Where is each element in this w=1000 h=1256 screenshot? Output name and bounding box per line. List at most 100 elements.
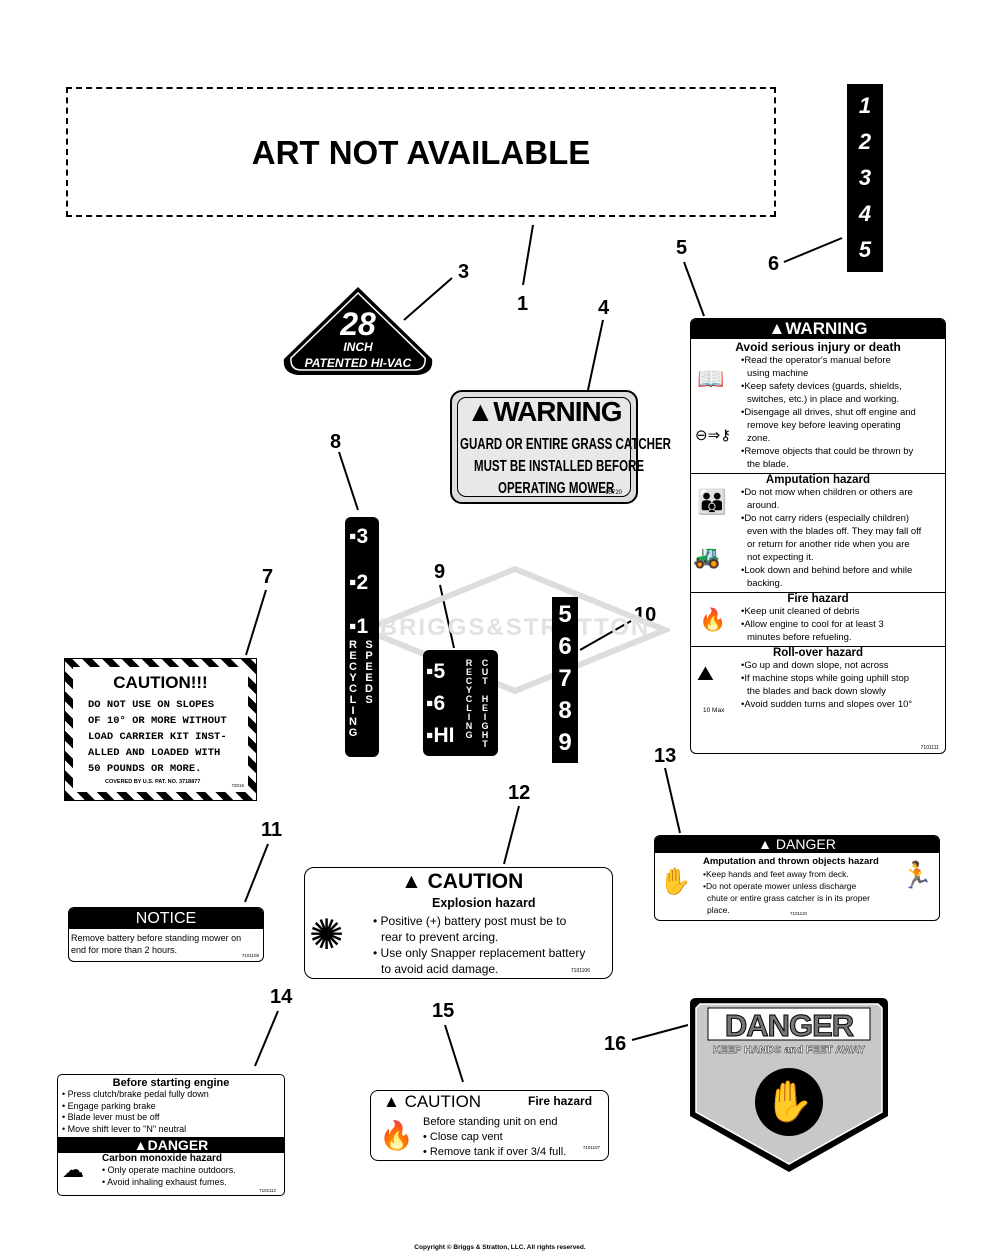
speed-number: 1: [356, 615, 369, 638]
key-icon: ⊖⇒⚷: [695, 427, 732, 444]
decal-16-danger-hands-feet: DANGER KEEP HANDS and FEET AWAY ✋: [688, 996, 890, 1174]
decal-5-line: using machine: [747, 368, 809, 379]
badge-unit: INCH: [343, 340, 373, 354]
hand-blade-icon: ✋: [659, 866, 692, 896]
decal-5-max: 10 Max: [703, 707, 725, 714]
decal-15-title: CAUTION: [404, 1092, 482, 1111]
decal-5-line: •Remove objects that could be thrown by: [741, 446, 914, 457]
warning-triangle-icon: ▲: [768, 319, 786, 338]
decal-10-number-strip: 5 6 7 8 9: [552, 597, 578, 763]
decal-15-line: • Close cap vent: [423, 1131, 503, 1143]
fire-icon: 🔥: [699, 607, 727, 632]
decal-16-sub: KEEP HANDS and FEET AWAY: [712, 1044, 866, 1056]
decal-15-head: Fire hazard: [528, 1094, 593, 1108]
decal-4-line: OPERATING MOWER: [498, 480, 615, 497]
decal-12-part: 7101106: [570, 968, 590, 974]
decal-7-title: CAUTION!!!: [113, 673, 208, 692]
callout-16: 16: [604, 1033, 627, 1055]
callout-5: 5: [676, 237, 688, 259]
danger-triangle-icon: ▲: [133, 1137, 148, 1153]
decal-7-part: 72016: [231, 783, 244, 788]
decal-5-line: even with the blades off. They may fall …: [747, 526, 922, 537]
decal-14-head2: Carbon monoxide hazard: [102, 1153, 223, 1164]
decal-14-head: Before starting engine: [112, 1077, 230, 1089]
decal-5-line: •Read the operator's manual before: [741, 355, 891, 366]
decal-13-head: Amputation and thrown objects hazard: [703, 856, 879, 867]
decal-13-danger-amputation: ▲ DANGER Amputation and thrown objects h…: [654, 835, 940, 921]
callout-9: 9: [434, 561, 446, 583]
decal-12-line: • Positive (+) battery post must be to: [373, 914, 567, 928]
strip-digit: 2: [858, 129, 872, 154]
decal-5-line: •Do not carry riders (especially childre…: [741, 513, 910, 524]
decal-5-line: or return for another ride when you are: [747, 539, 910, 550]
decal-5-line: •Do not mow when children or others are: [741, 487, 913, 498]
decal-11-title: NOTICE: [69, 908, 263, 929]
decal-5-line: •Avoid sudden turns and slopes over 10°: [741, 699, 913, 710]
decal-5-line: •If machine stops while going uphill sto…: [741, 673, 910, 684]
manual-book-icon: 📖: [697, 366, 725, 391]
decal-5-line: •Keep safety devices (guards, shields,: [741, 381, 902, 392]
decal-13-title: DANGER: [775, 836, 836, 852]
decal-13-line: •Do not operate mower unless discharge: [703, 881, 857, 891]
decal-14-title: DANGER: [147, 1137, 209, 1153]
decal-4-title: WARNING: [493, 396, 622, 427]
decal-7-line: DO NOT USE ON SLOPES: [88, 699, 215, 711]
decal-4-warning-catcher: ▲WARNING GUARD OR ENTIRE GRASS CATCHER M…: [450, 390, 671, 504]
decal-5-line: around.: [747, 500, 780, 511]
decal-15-line: • Remove tank if over 3/4 full.: [423, 1146, 567, 1158]
strip-digit: 1: [858, 93, 872, 118]
decal-5-line: minutes before refueling.: [747, 632, 852, 643]
decal-8-recycling-speeds: ▪3 ▪2 ▪1 RECYCLING SPEEDS: [345, 517, 379, 757]
callout-14: 14: [270, 986, 293, 1008]
decal-5-line: not expecting it.: [747, 552, 814, 563]
decal-5-line: •Disengage all drives, shut off engine a…: [741, 407, 916, 418]
decal-9-col1: RECYCLING: [464, 658, 474, 739]
decal-7-line: ALLED AND LOADED WITH: [88, 747, 221, 759]
decal-7-line: OF 10° OR MORE WITHOUT: [88, 715, 227, 727]
decal-5-head-2: Amputation hazard: [765, 474, 871, 486]
strip-digit: 5: [858, 237, 872, 262]
strip-digit: 5: [558, 601, 572, 628]
strip-digit: 3: [858, 165, 872, 190]
copyright: Copyright © Briggs & Stratton, LLC. All …: [414, 1244, 586, 1251]
decal-4-line: GUARD OR ENTIRE GRASS CATCHER: [460, 436, 671, 453]
height-number: HI: [433, 724, 455, 747]
decal-4-line: MUST BE INSTALLED BEFORE: [474, 458, 645, 475]
callout-1: 1: [517, 293, 529, 315]
decal-5-line: switches, etc.) in place and working.: [747, 394, 900, 405]
strip-digit: 6: [558, 633, 572, 660]
fire-icon: 🔥: [379, 1120, 414, 1151]
strip-digit: 9: [558, 729, 572, 756]
decal-7-caution-slopes: CAUTION!!! DO NOT USE ON SLOPES OF 10° O…: [64, 658, 257, 801]
decal-14-line2: • Avoid inhaling exhaust fumes.: [102, 1176, 227, 1187]
brand-watermark: [360, 565, 670, 695]
height-number: 5: [433, 660, 446, 683]
decal-11-part: 7101108: [241, 953, 259, 958]
decal-14-before-starting: Before starting engine • Press clutch/br…: [57, 1074, 285, 1196]
decal-14-line: • Move shift lever to "N" neutral: [62, 1123, 187, 1134]
decal-9-col2: CUT HEIGHT: [480, 658, 490, 748]
strip-digit: 4: [858, 201, 872, 226]
warning-triangle-icon: ▲: [466, 396, 494, 427]
decal-7-line: 50 POUNDS OR MORE.: [88, 763, 202, 775]
callout-7: 7: [262, 566, 274, 588]
decal-5-line: •Go up and down slope, not across: [741, 660, 889, 671]
art-placeholder-text: ART NOT AVAILABLE: [251, 134, 591, 171]
decal-14-line: • Press clutch/brake pedal fully down: [62, 1089, 209, 1099]
decal-5-line: •Keep unit cleaned of debris: [741, 606, 860, 617]
hand-icon: ✋: [764, 1080, 814, 1124]
danger-triangle-icon: ▲: [758, 836, 773, 852]
watermark-text: BRIGGS&STRATTON: [379, 614, 651, 641]
decal-5-warning-label: ▲WARNING Avoid serious injury or death 📖…: [690, 318, 946, 754]
decal-14-line: • Blade lever must be off: [62, 1112, 160, 1122]
decal-13-part: 7101110: [790, 911, 807, 916]
decal-11-notice: NOTICE Remove battery before standing mo…: [68, 907, 264, 962]
decal-12-head: Explosion hazard: [432, 896, 536, 910]
decal-3-hivac-badge: 28 INCH PATENTED HI-VAC: [282, 285, 434, 377]
decal-6-number-strip: 1 2 3 4 5: [847, 84, 883, 272]
callout-8: 8: [330, 431, 342, 453]
callout-6: 6: [768, 253, 780, 275]
exhaust-fumes-icon: ☁: [62, 1157, 84, 1182]
decal-5-head-1: Avoid serious injury or death: [735, 340, 901, 354]
decal-14-part: 7101112: [259, 1188, 276, 1193]
